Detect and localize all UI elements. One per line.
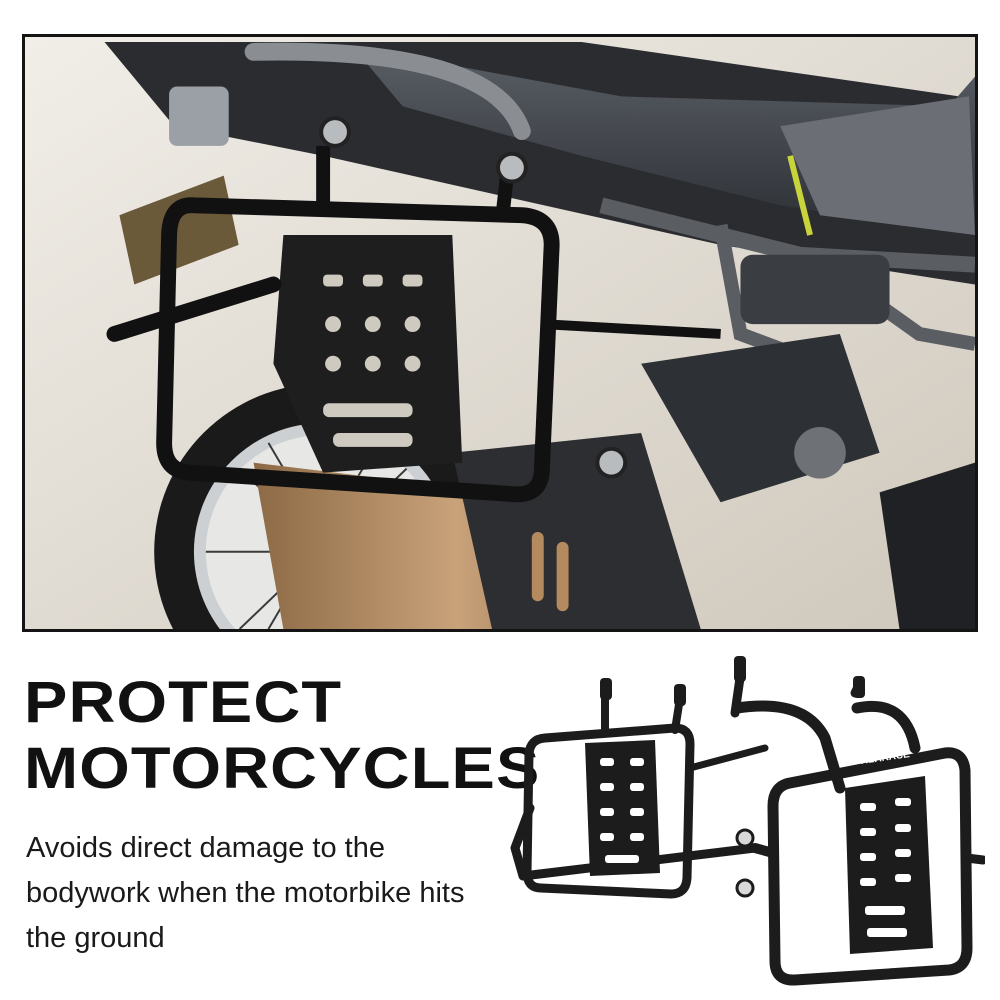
headline-line-1: PROTECT bbox=[24, 670, 343, 735]
side-rack-pair-illustration: REARACE bbox=[510, 656, 985, 986]
product-image: REARACE bbox=[505, 648, 985, 988]
motorcycle-photo bbox=[22, 34, 978, 632]
headline-line-2: MOTORCYCLES bbox=[24, 736, 541, 801]
description-text: Avoids direct damage to the bodywork whe… bbox=[26, 832, 465, 954]
motorcycle-illustration bbox=[25, 37, 975, 629]
headline: PROTECT MOTORCYCLES bbox=[24, 670, 539, 802]
